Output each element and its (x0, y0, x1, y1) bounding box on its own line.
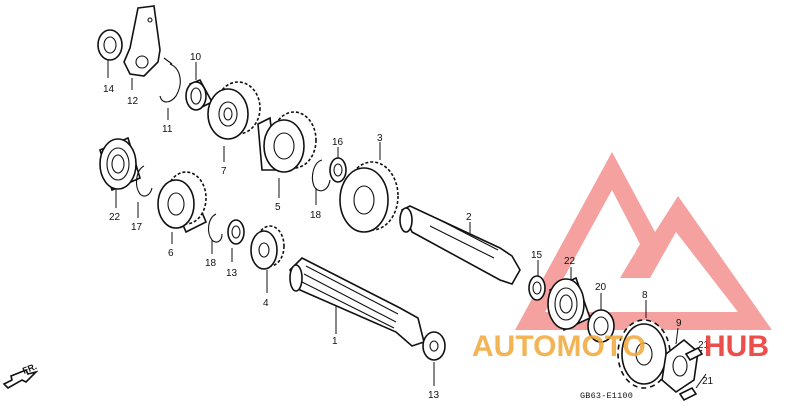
part-20-seal (587, 309, 615, 343)
label-18-lower: 18 (205, 258, 217, 269)
watermark-text-right: HUB (704, 330, 769, 363)
label-22-right: 22 (564, 256, 576, 267)
front-direction-label: FR. (21, 361, 38, 376)
part-10-bushing (185, 78, 214, 111)
label-7: 7 (221, 166, 227, 177)
part-1-shaft (289, 257, 425, 347)
part-11-clip (159, 57, 181, 103)
part-4-gear (250, 225, 285, 270)
part-6-gear (157, 171, 208, 234)
label-2: 2 (466, 212, 472, 223)
part-16-washer (329, 157, 347, 183)
label-15: 15 (531, 250, 543, 261)
part-19-circlip (311, 159, 331, 192)
part-18-circlip-lower (207, 213, 223, 243)
label-9: 9 (676, 318, 682, 329)
watermark-text-left: AUTOMOTO (472, 330, 646, 363)
part-5-gear (257, 111, 317, 173)
label-4: 4 (263, 298, 269, 309)
leader-lines (107, 60, 707, 389)
label-19: 18 (310, 210, 322, 221)
label-17: 13 (226, 268, 238, 279)
label-12: 12 (127, 96, 139, 107)
part-2-shaft (399, 205, 521, 285)
label-13: 13 (428, 390, 440, 401)
part-18-circlip-upper (135, 165, 153, 197)
part-22-bearing-right (547, 276, 591, 332)
part-7-gear (207, 81, 261, 140)
label-8: 8 (642, 290, 648, 301)
watermark-logo (515, 152, 772, 330)
label-14: 14 (103, 84, 115, 95)
part-17-washer (227, 219, 245, 245)
part-21-bolt-lower (678, 386, 698, 402)
front-arrow-icon (2, 368, 39, 389)
part-labels: 14 12 11 10 7 5 16 3 18 22 17 6 18 13 4 … (103, 52, 714, 401)
watermark-text: AUTOMOTO HUB (472, 330, 769, 363)
part-8-sprocket (617, 319, 671, 389)
label-16: 16 (332, 137, 344, 148)
part-3-gear (339, 161, 399, 233)
label-21-lower: 21 (702, 376, 714, 387)
label-20: 20 (595, 282, 607, 293)
diagram-code: GB63-E1100 (580, 391, 633, 401)
part-21-bolt-upper (684, 346, 704, 362)
label-10: 10 (190, 52, 202, 63)
label-18-upper: 17 (131, 222, 143, 233)
label-6: 6 (168, 248, 174, 259)
label-5: 5 (275, 202, 281, 213)
label-21-upper: 21 (698, 340, 710, 351)
part-14-washer (97, 29, 123, 61)
part-13-washer (422, 331, 446, 361)
part-15-washer (528, 275, 546, 301)
part-22-bearing-left (99, 136, 141, 192)
label-22-left: 22 (109, 212, 121, 223)
label-3: 3 (377, 133, 383, 144)
label-1: 1 (332, 336, 338, 347)
part-12-plate (123, 5, 161, 77)
label-11: 11 (162, 124, 173, 135)
